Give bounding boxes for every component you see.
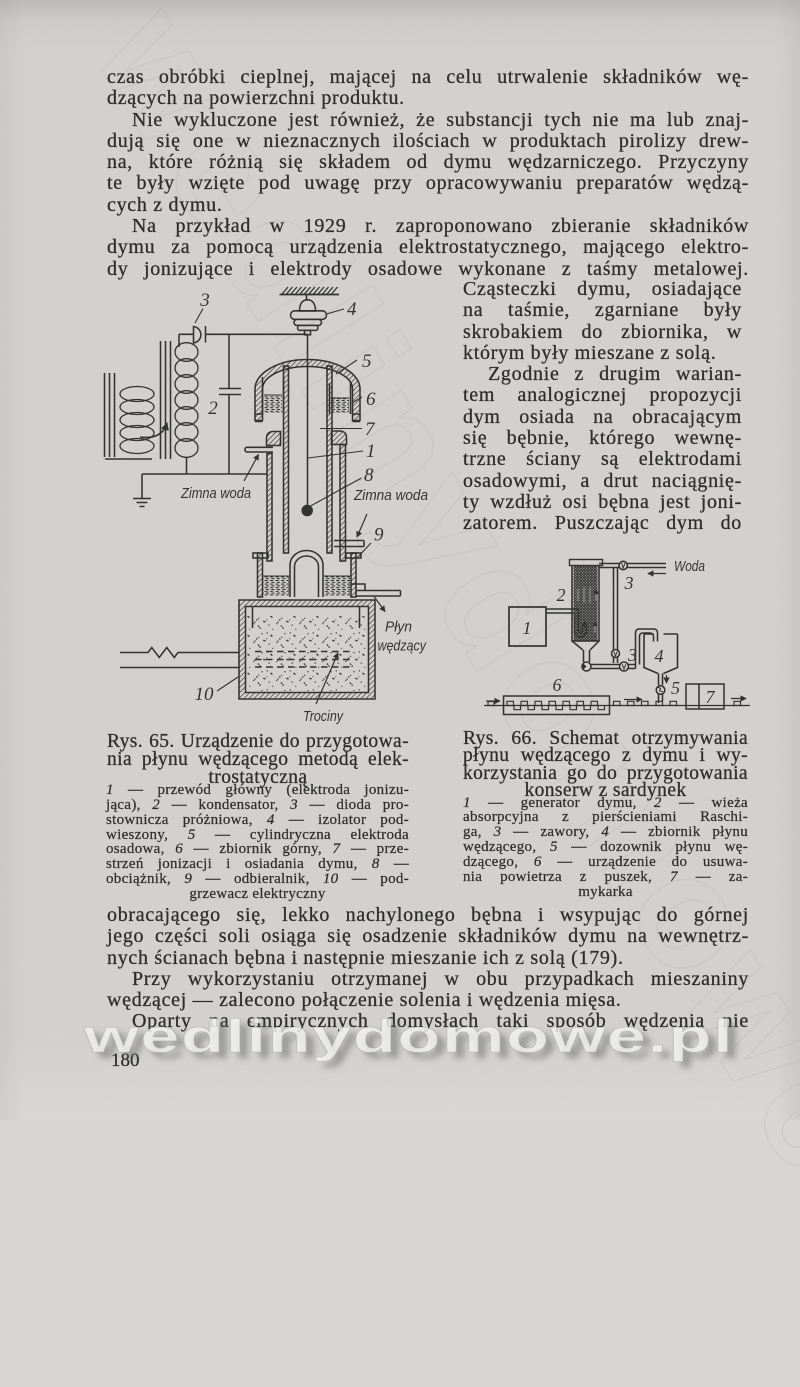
- svg-text:7: 7: [365, 419, 376, 440]
- svg-text:8: 8: [364, 465, 374, 486]
- svg-text:4: 4: [655, 646, 664, 666]
- svg-text:Zimna woda: Zimna woda: [353, 487, 428, 504]
- svg-text:wędzący: wędzący: [378, 638, 428, 655]
- svg-text:6: 6: [366, 389, 376, 410]
- svg-text:Woda: Woda: [674, 558, 705, 575]
- svg-text:Zimna woda: Zimna woda: [180, 485, 251, 502]
- svg-text:Płyn: Płyn: [385, 619, 412, 636]
- svg-text:3: 3: [627, 645, 637, 665]
- svg-text:1: 1: [523, 618, 532, 638]
- svg-text:5: 5: [671, 678, 680, 698]
- svg-text:2: 2: [557, 585, 566, 605]
- svg-text:Trociny: Trociny: [303, 708, 344, 725]
- svg-text:5: 5: [362, 351, 372, 372]
- svg-text:3: 3: [624, 573, 634, 593]
- svg-text:10: 10: [195, 684, 215, 705]
- svg-text:7: 7: [706, 687, 716, 707]
- svg-text:4: 4: [347, 299, 357, 320]
- svg-text:2: 2: [208, 398, 218, 419]
- svg-text:1: 1: [366, 441, 376, 462]
- svg-text:3: 3: [199, 290, 210, 311]
- svg-text:9: 9: [374, 525, 384, 546]
- svg-text:6: 6: [553, 675, 562, 695]
